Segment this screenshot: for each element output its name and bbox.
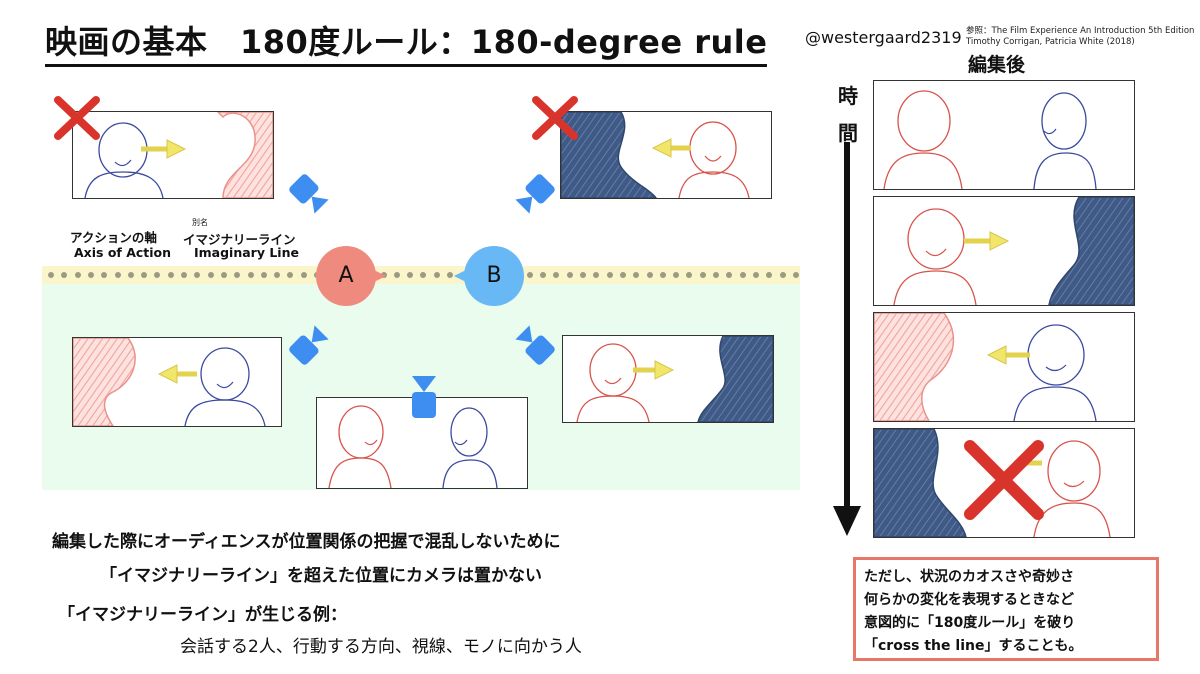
axis-dot (300, 272, 307, 278)
axis-dot (792, 272, 799, 278)
shot-illustration (561, 112, 750, 198)
caption-line-4: 会話する2人、行動する方向、視線、モノに向かう人 (180, 637, 582, 657)
shot-illustration (874, 313, 1097, 421)
axis-of-action-label-en: Axis of Action (74, 245, 172, 260)
axis-dot (646, 272, 653, 278)
axis-dot (540, 272, 547, 278)
timeline-arrow (844, 142, 850, 508)
axis-dot (154, 272, 161, 278)
shot-frame-bottom-left (72, 337, 282, 427)
shot-illustration (328, 405, 498, 488)
axis-dot (274, 272, 281, 278)
shot-illustration (73, 338, 266, 426)
axis-dot (287, 272, 294, 278)
timeline-arrow-head (833, 506, 861, 536)
axis-dot (726, 272, 733, 278)
axis-dot (553, 272, 560, 278)
camera-icon (515, 325, 555, 365)
camera-icon (289, 325, 329, 365)
shot-frame-top-right (560, 111, 772, 199)
shot-frame-bottom-right (562, 335, 774, 423)
cross-mark-icon (54, 96, 100, 140)
axis-dot (234, 272, 241, 278)
axis-dot (181, 272, 187, 278)
axis-dot (659, 272, 666, 278)
axis-dot (167, 272, 174, 278)
reference-line-1: 参照：The Film Experience An Introduction 5… (966, 26, 1195, 36)
axis-dot (699, 272, 706, 278)
caption-line-2: 「イマジナリーライン」を超えた位置にカメラは置かない (100, 566, 542, 586)
edited-shot-3 (873, 312, 1135, 422)
actor-a-direction-icon (374, 270, 386, 282)
exception-note-box: ただし、状況のカオスさや奇妙さ 何らかの変化を表現するときなど 意図的に「180… (853, 557, 1159, 661)
axis-dot (779, 272, 786, 278)
note-line-3: 意図的に「180度ルール」を破り (864, 615, 1076, 631)
page-title: 映画の基本 180度ルール：180-degree rule (45, 22, 768, 67)
axis-dot (207, 272, 214, 278)
axis-dot (447, 272, 453, 278)
actor-b-direction-icon (454, 270, 466, 282)
axis-dot (393, 272, 400, 278)
axis-dot (101, 272, 108, 278)
axis-dot (87, 272, 94, 278)
edited-shot-1 (873, 80, 1135, 190)
time-label-2: 間 (838, 121, 858, 145)
axis-dot (619, 272, 626, 278)
axis-dot (739, 272, 746, 278)
camera-icon (289, 174, 329, 214)
axis-dot (61, 272, 68, 278)
shot-illustration (883, 90, 1097, 189)
shot-illustration (576, 336, 773, 422)
note-line-4: 「cross the line」することも。 (864, 638, 1083, 654)
caption-line-3: 「イマジナリーライン」が生じる例： (58, 605, 347, 625)
axis-dot (220, 272, 227, 278)
axis-dot (673, 272, 680, 278)
axis-dot (593, 272, 600, 278)
caption-line-1: 編集した際にオーディエンスが位置関係の把握で混乱しないために (52, 532, 561, 552)
actor-b: B (464, 246, 524, 306)
shot-illustration (84, 112, 273, 198)
axis-dot (74, 272, 81, 278)
axis-dot (526, 272, 533, 278)
camera-icon (515, 174, 555, 214)
axis-dot (713, 272, 719, 278)
edited-shot-2 (873, 196, 1135, 306)
axis-dot (141, 272, 148, 278)
axis-dot (580, 272, 586, 278)
axis-dot (433, 272, 440, 278)
imaginary-line-label-en: Imaginary Line (194, 245, 299, 260)
axis-of-action-label-jp: アクションの軸 (70, 230, 157, 245)
cross-mark-icon (532, 96, 578, 140)
note-line-2: 何らかの変化を表現するときなど (864, 592, 1074, 608)
axis-dot (194, 272, 201, 278)
actor-a: A (316, 246, 376, 306)
axis-dot (114, 272, 121, 278)
reference-line-2: Timothy Corrigan, Patricia White (2018) (966, 37, 1135, 47)
axis-dot (407, 272, 414, 278)
imaginary-line-label-jp: イマジナリーライン (183, 232, 296, 247)
cross-mark-icon (964, 440, 1044, 520)
alias-label: 別名 (192, 218, 208, 227)
axis-dot (260, 272, 267, 278)
axis-dot (127, 272, 134, 278)
axis-dot (766, 272, 773, 278)
after-edit-heading: 編集後 (968, 54, 1026, 76)
axis-dot (420, 272, 427, 278)
shot-illustration (893, 197, 1134, 305)
axis-dot (48, 272, 54, 278)
author-handle: @westergaard2319 (805, 28, 962, 47)
axis-dot (633, 272, 640, 278)
axis-dot (686, 272, 693, 278)
axis-dot (606, 272, 613, 278)
axis-dot (566, 272, 573, 278)
axis-dot (752, 272, 759, 278)
time-label-1: 時 (838, 84, 858, 108)
axis-dot (247, 272, 254, 278)
note-line-1: ただし、状況のカオスさや奇妙さ (864, 569, 1074, 585)
shot-frame-top-left (72, 111, 274, 199)
camera-icon (412, 376, 436, 418)
